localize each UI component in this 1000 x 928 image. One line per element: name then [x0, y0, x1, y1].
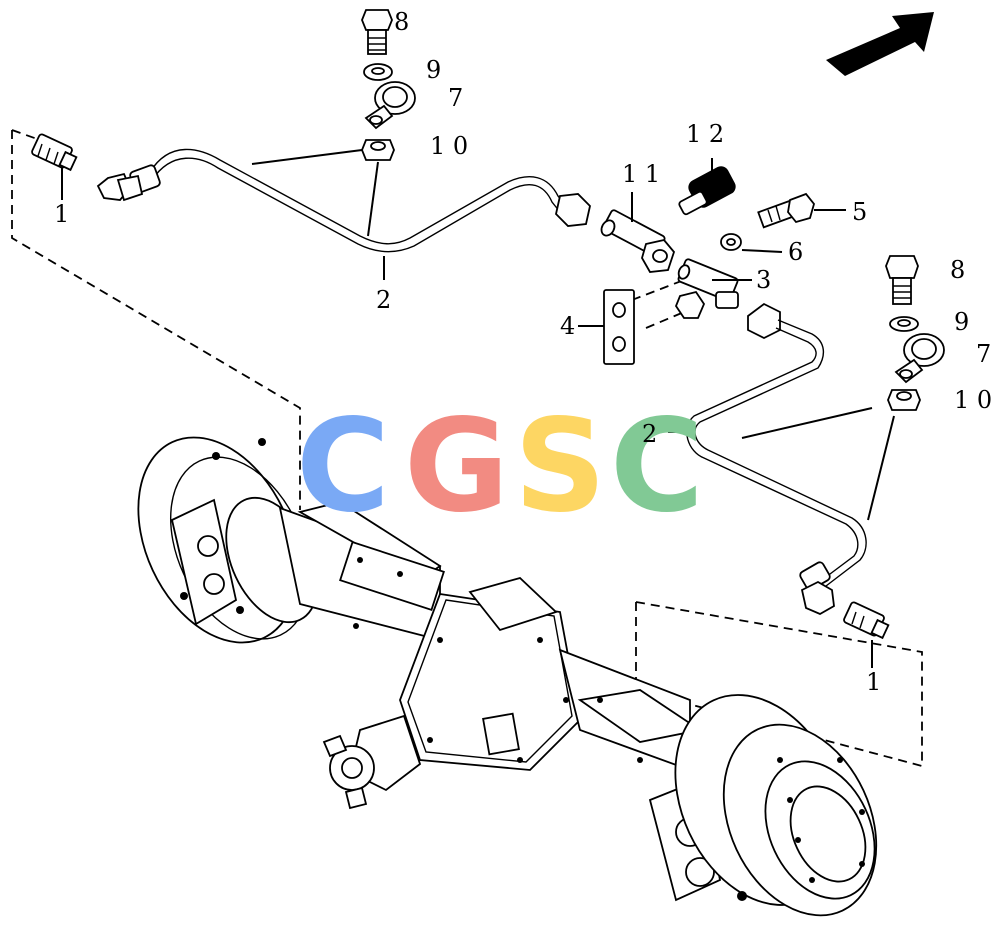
watermark-letter-g: G: [404, 392, 509, 541]
bolt-top: [361, 9, 393, 55]
tee-fitting: [674, 258, 739, 319]
connector-fitting: [600, 209, 676, 273]
pipe-clamp-right: [894, 333, 945, 384]
callout-10-right: 1 0: [954, 386, 992, 414]
callout-11: 1 1: [622, 160, 660, 188]
callout-2-left: 2: [376, 286, 391, 314]
callout-5: 5: [852, 198, 867, 226]
differential-housing: [399, 593, 581, 771]
pipe-clamp-top: [364, 81, 416, 130]
bolt-5: [757, 192, 815, 229]
callout-9-right: 9: [954, 308, 969, 336]
north-east-arrow-icon: [826, 12, 934, 76]
drive-axle-assembly: [137, 436, 878, 917]
union-fitting-left: [31, 133, 78, 172]
callout-9-top: 9: [426, 56, 441, 84]
lock-washer: [720, 233, 742, 251]
watermark-letter-c1: C: [296, 392, 390, 541]
callout-1-left: 1: [54, 200, 69, 228]
callout-7-right: 7: [976, 340, 991, 368]
tee-dashed-leaders: [631, 279, 685, 329]
pipe-nut-right: [800, 580, 835, 616]
washer-top: [363, 63, 393, 81]
brake-pipe-left: [96, 148, 591, 253]
washer-right: [889, 316, 919, 332]
callout-1-right: 1: [866, 668, 881, 696]
bleeder-valve: [678, 166, 736, 216]
callout-8-right: 8: [950, 256, 965, 284]
callout-2-right: 2: [642, 420, 657, 448]
pipe-nut-left-end: [555, 193, 591, 227]
callout-6: 6: [788, 238, 803, 266]
right-dashed-leader: [635, 601, 923, 768]
cgsc-watermark: C G S C: [296, 392, 704, 541]
callout-4: 4: [560, 312, 575, 340]
callout-12: 1 2: [686, 120, 724, 148]
mounting-plate: [603, 289, 635, 365]
callout-8-top: 8: [394, 8, 409, 36]
callout-10-top: 1 0: [430, 132, 468, 160]
union-fitting-right: [843, 601, 890, 640]
callout-labels: 8 9 7 1 0 1 2 1 2 1 1 5 6 3 4 8 9 7 1 0 …: [54, 8, 992, 696]
callout-7-top: 7: [448, 84, 463, 112]
callout-3: 3: [756, 266, 771, 294]
left-dashed-leader: [11, 129, 301, 510]
watermark-letter-s: S: [514, 392, 606, 541]
bolt-right: [885, 255, 919, 305]
nut-right: [887, 389, 921, 411]
brake-pipe-right: [686, 302, 867, 616]
nut-top: [361, 139, 395, 161]
watermark-letter-c2: C: [610, 392, 704, 541]
